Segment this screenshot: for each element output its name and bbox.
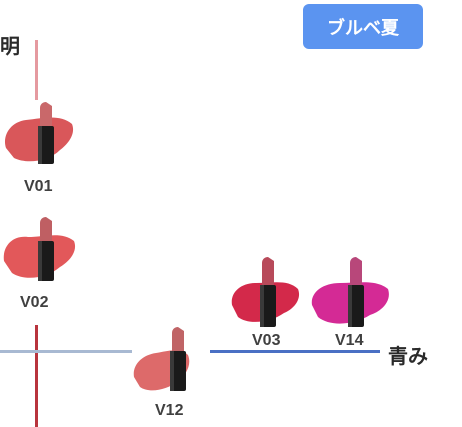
vertical-axis-top <box>35 40 38 100</box>
product-code-v02: V02 <box>20 294 49 311</box>
product-code-v03: V03 <box>252 332 281 349</box>
season-badge-button[interactable]: ブルベ夏 <box>303 4 423 49</box>
lipstick-icon <box>133 327 190 391</box>
horizontal-axis-label: 青み <box>388 344 428 368</box>
lipstick-icon <box>3 217 76 281</box>
vertical-axis-label: 明 <box>0 34 20 58</box>
lipstick-icon <box>311 257 389 327</box>
product-code-v12: V12 <box>155 402 184 419</box>
product-code-v14: V14 <box>335 332 364 349</box>
vertical-axis-bottom <box>35 325 38 427</box>
lipstick-icon <box>4 102 74 164</box>
horizontal-axis-right <box>210 350 380 353</box>
product-code-v01: V01 <box>24 178 53 195</box>
lipstick-icon <box>231 257 300 327</box>
horizontal-axis-left <box>0 350 132 353</box>
